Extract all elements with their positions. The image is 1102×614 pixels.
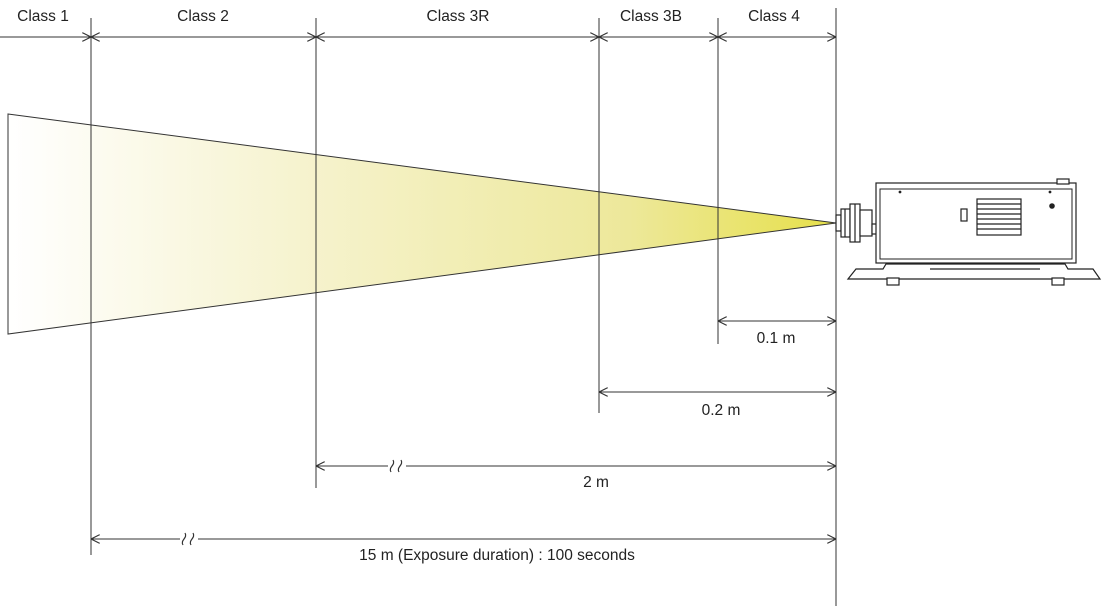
projector-icon	[835, 178, 1102, 286]
class-label-class3b: Class 3B	[619, 8, 683, 25]
class-label-class1: Class 1	[17, 8, 69, 25]
class-label-class4: Class 4	[748, 8, 800, 25]
distance-label-15m: 15 m (Exposure duration) : 100 seconds	[359, 547, 635, 564]
distance-label-2m: 2 m	[583, 474, 609, 491]
class-boundaries	[90, 8, 837, 606]
laser-beam	[7, 113, 837, 335]
distance-arrows	[91, 321, 836, 539]
distance-label-0-2m: 0.2 m	[701, 402, 741, 419]
break-mark-icon	[180, 532, 198, 546]
class-label-class3r: Class 3R	[426, 8, 490, 25]
class-label-class2: Class 2	[177, 8, 229, 25]
distance-label-0-1m: 0.1 m	[756, 330, 796, 347]
break-mark-icon	[388, 459, 406, 473]
